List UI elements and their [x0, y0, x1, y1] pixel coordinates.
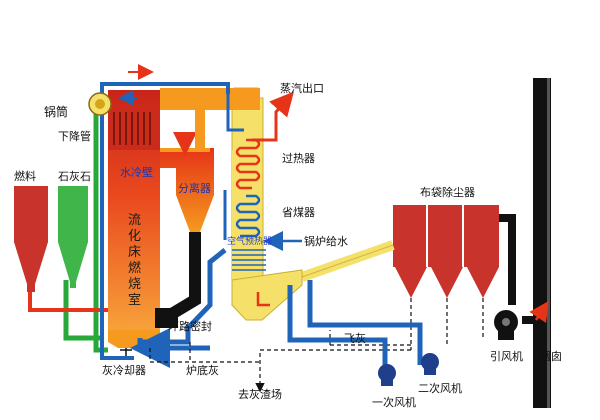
back-pass-hopper — [231, 269, 303, 321]
blue-riser — [226, 94, 244, 132]
label-feedwater: 锅炉给水 — [304, 235, 348, 248]
flue-duct-edge — [301, 244, 394, 278]
loop-seal-box — [155, 308, 178, 328]
id-fan — [494, 310, 518, 340]
label-water-wall: 水冷壁 — [120, 165, 153, 179]
chimney-arrow — [529, 300, 549, 324]
label-superheater: 过热器 — [282, 152, 315, 165]
backpass-gas-arrow — [256, 292, 270, 307]
furnace-char-1: 流 — [128, 213, 141, 228]
chimney — [533, 78, 551, 408]
primary-fan — [378, 364, 396, 386]
furnace-char-2: 化 — [128, 229, 141, 244]
label-bottom-ash: 炉底灰 — [186, 363, 219, 377]
green-recirc — [63, 280, 104, 341]
blue-loop-left — [100, 100, 134, 360]
economizer-coil — [235, 194, 261, 238]
label-to-ash-yard: 去灰渣场 — [238, 387, 282, 401]
limestone-bin — [58, 186, 88, 288]
label-chimney: 烟囱 — [540, 349, 562, 363]
steam-outlet-pipe — [252, 91, 294, 142]
bag-filter — [393, 205, 499, 298]
steam-drum — [88, 92, 112, 116]
label-steam-outlet: 蒸汽出口 — [280, 81, 324, 95]
return-leg — [161, 232, 201, 324]
label-limestone: 石灰石 — [58, 169, 91, 183]
fly-ash-to-yard — [255, 349, 411, 393]
furnace-char-4: 燃 — [128, 260, 141, 276]
label-secondary-fan: 二次风机 — [418, 381, 462, 395]
primary-air-duct-2 — [287, 285, 388, 365]
secondary-air-duct — [307, 280, 423, 365]
label-primary-fan: 一次风机 — [372, 395, 416, 409]
cyclone-separator — [160, 132, 214, 232]
secondary-fan — [421, 353, 439, 375]
label-id-fan: 引风机 — [490, 349, 523, 363]
label-loop-seal: 环路密封 — [168, 319, 212, 333]
label-drum: 锅筒 — [44, 104, 68, 119]
label-bag-filter: 布袋除尘器 — [420, 185, 475, 199]
label-fly-ash: 飞灰 — [344, 331, 366, 345]
label-air-preheater: 空气预热器 — [227, 235, 272, 247]
air-preheater — [232, 249, 266, 271]
furnace-char-6: 室 — [128, 292, 141, 308]
fly-ash-line — [329, 298, 484, 350]
furnace-label: 流 化 床 燃 烧 室 — [128, 213, 141, 308]
label-economizer: 省煤器 — [282, 206, 315, 219]
furnace-char-5: 烧 — [128, 277, 141, 292]
superheater-coil — [235, 138, 261, 190]
label-separator: 分离器 — [178, 181, 211, 195]
separator-to-backpass — [195, 95, 240, 148]
label-downcomer: 下降管 — [58, 129, 91, 143]
chimney-highlight — [547, 78, 550, 408]
fuel-feed-line — [28, 290, 108, 312]
id-fan-flue — [498, 214, 516, 305]
label-fuel: 燃料 — [14, 169, 36, 183]
bottom-ash-line — [149, 348, 260, 363]
fuel-bin — [14, 186, 48, 292]
blue-loop-top — [100, 82, 230, 100]
furnace-char-3: 床 — [128, 245, 141, 260]
ash-cooler-line — [120, 348, 132, 356]
label-ash-cooler: 灰冷却器 — [102, 363, 146, 377]
